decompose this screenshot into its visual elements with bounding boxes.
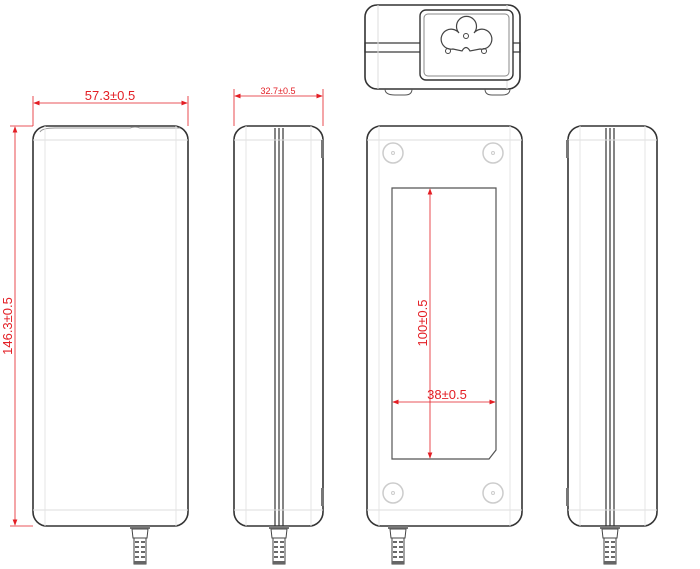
length-label: 146.3±0.5 xyxy=(0,297,15,355)
dc-strain-relief-icon xyxy=(129,525,151,565)
bottom-view xyxy=(366,125,523,565)
dc-strain-relief-icon xyxy=(268,525,290,565)
c6-inlet-icon xyxy=(440,15,493,54)
dimension-length: 146.3±0.5 xyxy=(0,125,33,527)
end-view-inlet xyxy=(364,4,521,96)
label-width-label: 38±0.5 xyxy=(427,387,467,402)
dimension-thickness: 32.7±0.5 xyxy=(233,86,324,126)
side-view-right xyxy=(566,125,658,565)
dc-strain-relief-icon xyxy=(387,525,409,565)
foot-icon xyxy=(382,142,404,164)
foot-icon xyxy=(382,482,404,504)
side-view-left xyxy=(233,125,324,565)
foot-icon xyxy=(482,482,504,504)
width-label: 57.3±0.5 xyxy=(85,88,136,103)
front-view xyxy=(32,125,189,565)
label-area xyxy=(391,187,497,460)
dc-strain-relief-icon xyxy=(599,525,621,565)
dimension-label-height: 100±0.5 xyxy=(415,188,433,459)
thickness-label: 32.7±0.5 xyxy=(261,86,296,96)
dimension-width: 57.3±0.5 xyxy=(32,88,189,126)
label-height-label: 100±0.5 xyxy=(415,300,430,347)
dimension-label-width: 38±0.5 xyxy=(392,387,496,405)
foot-icon xyxy=(482,142,504,164)
